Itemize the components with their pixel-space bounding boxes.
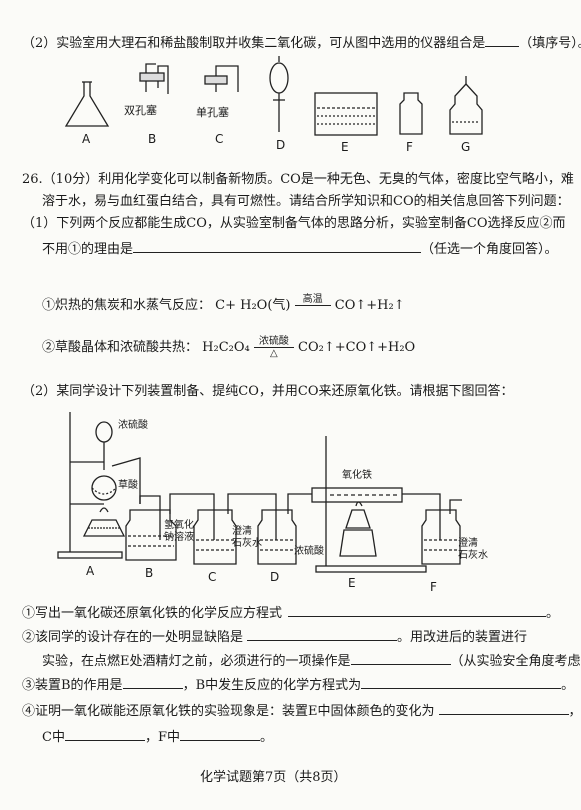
page-footer: 化学试题第7页（共8页） [200,770,347,785]
q26-part1-line2: 不用①的理由是（任选一个角度回答）。 [42,240,558,257]
sub-question-4-cont: C中，F中。 [42,728,273,745]
sub-question-2-cont: 实验，在点燃E处酒精灯之前，必须进行的一项操作是（从实验安全角度考虑）。 [42,652,581,669]
label-conc-sulfuric-acid-d: 浓硫酸 [294,546,324,557]
device-label-d: D [270,570,280,584]
device-label-b: B [145,566,154,580]
device-label-a: A [86,564,95,578]
reason-blank[interactable] [133,240,422,253]
q26-intro-line2: 溶于水，易与血红蛋白结合，具有可燃性。请结合所学知识和CO的相关信息回答下列问题… [42,194,570,209]
label-iron-oxide: 氧化铁 [342,470,372,481]
q25-2-question: （2）实验室用大理石和稀盐酸制取并收集二氧化碳，可从图中选用的仪器组合是（填序号… [22,34,581,51]
defect-blank[interactable] [247,628,398,641]
f-observation-blank[interactable] [179,728,260,741]
q26-part1-line1: （1）下列两个反应都能生成CO，从实验室制备气体的思路分析，实验室制备CO选择反… [22,216,566,231]
device-b-purpose-blank[interactable] [122,676,183,689]
sub-question-2: ②该同学的设计存在的一处明显缺陷是。用改进后的装置进行 [22,628,528,645]
reaction-2: ②草酸晶体和浓硫酸共热： H₂C₂O₄ 浓硫酸△ CO₂↑+CO↑+H₂O [42,336,416,359]
q26-intro-line1: 26.（10分）利用化学变化可以制备新物质。CO是一种无色、无臭的气体，密度比空… [22,172,574,187]
device-b-equation-blank[interactable] [361,676,562,689]
c-observation-blank[interactable] [64,728,145,741]
label-limewater-f: 澄清 石灰水 [458,538,488,561]
apparatus-label-b: B [148,132,157,146]
apparatus-label-a: A [82,132,91,146]
q26-part2-line: （2）某同学设计下列装置制备、提纯CO，并用CO来还原氧化铁。请根据下图回答： [22,384,514,399]
label-conc-sulfuric-acid-top: 浓硫酸 [118,420,148,431]
device-label-e: E [348,576,356,590]
q25-answer-blank[interactable] [485,34,520,47]
apparatus-label-d: D [276,138,286,152]
label-limewater-c: 澄清 石灰水 [232,526,262,549]
conical-flask-icon [64,82,110,127]
single-hole-stopper-label: 单孔塞 [196,106,229,119]
apparatus-label-g: G [461,140,471,154]
label-naoh-solution: 氢氧化 钠溶液 [164,520,194,543]
device-label-c: C [208,570,217,584]
sub-question-1: ①写出一氧化碳还原氧化铁的化学反应方程式。 [22,604,560,621]
label-oxalic-acid: 草酸 [118,480,138,491]
reaction-1: ①炽热的焦炭和水蒸气反应： C+ H₂O(气) 高温 CO↑+H₂↑ [42,294,405,313]
device-label-f: F [430,580,437,594]
apparatus-label-e: E [341,140,349,154]
apparatus-label-c: C [215,132,224,146]
sub-question-3: ③装置B的作用是，B中发生反应的化学方程式为。 [22,676,575,693]
double-hole-stopper-label: 双孔塞 [124,104,157,117]
equation-blank[interactable] [288,604,547,617]
sub-question-4: ④证明一氧化碳能还原氧化铁的实验现象是：装置E中固体颜色的变化为， [22,702,581,719]
color-change-blank[interactable] [438,702,569,715]
safety-step-blank[interactable] [350,652,451,665]
apparatus-label-f: F [406,140,413,154]
